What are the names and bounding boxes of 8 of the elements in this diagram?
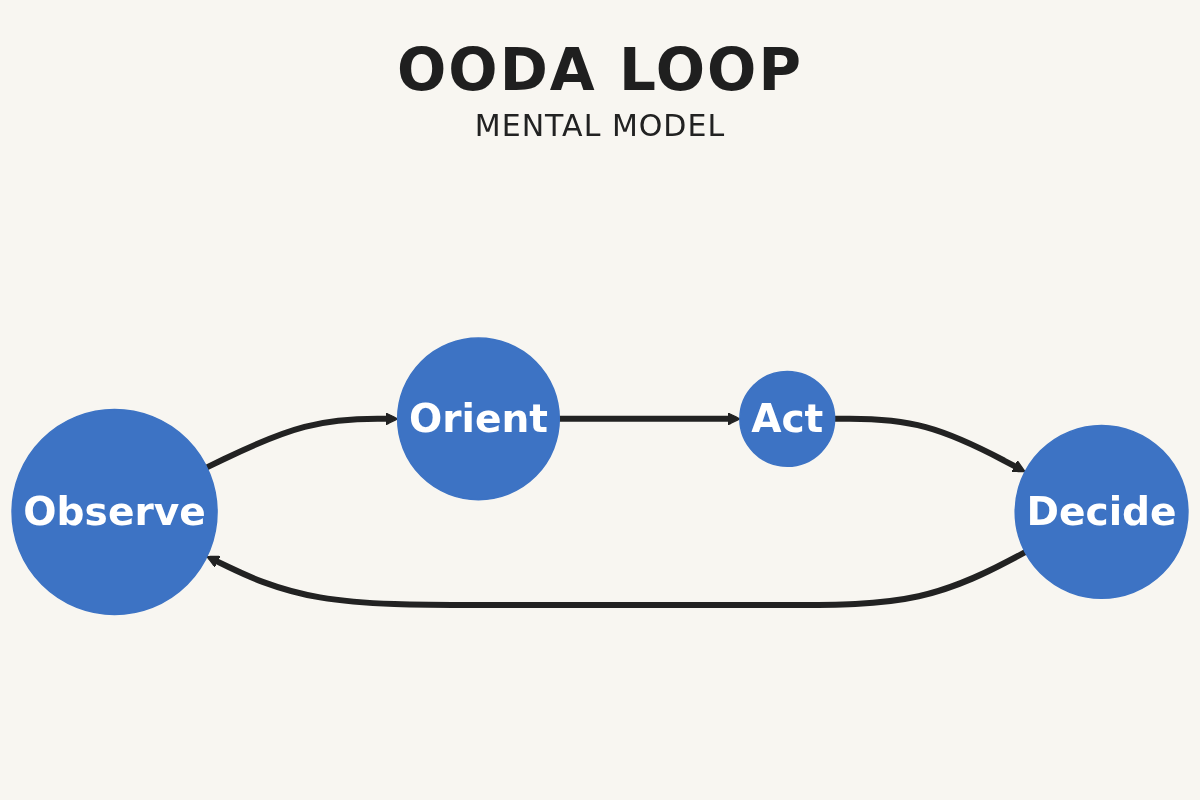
- title: OODA LOOP: [397, 36, 803, 104]
- arrow: [206, 549, 1027, 609]
- arrow: [834, 416, 1026, 473]
- node-circle: Orient: [396, 337, 561, 501]
- node-circle: Decide: [1014, 425, 1189, 600]
- subtitle: MENTAL MODEL: [474, 108, 726, 143]
- node-circle: Observe: [11, 408, 218, 616]
- node-circle: Act: [739, 371, 836, 468]
